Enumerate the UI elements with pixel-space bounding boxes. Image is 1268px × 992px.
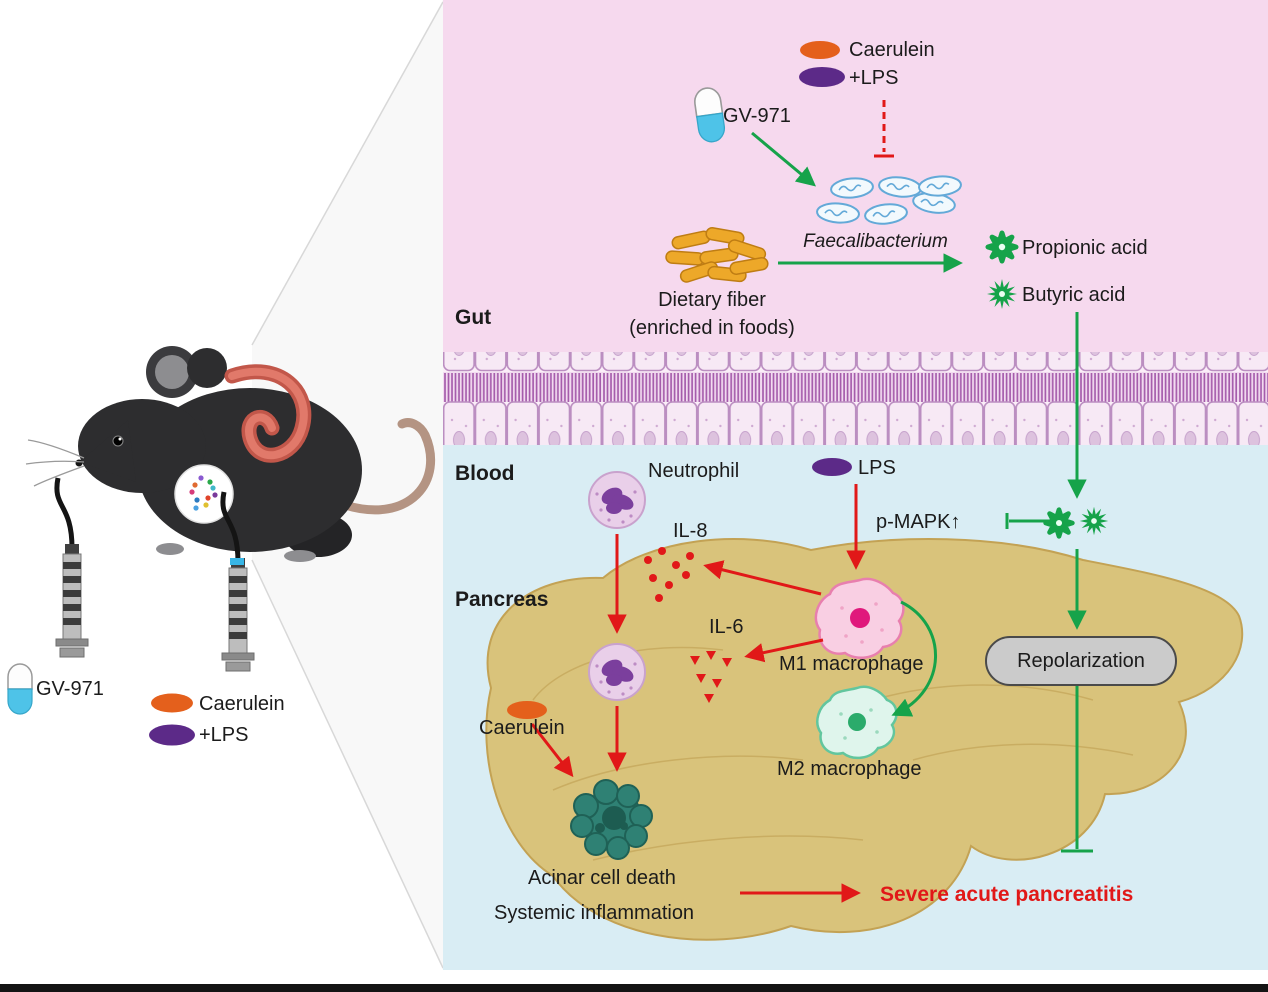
propionic-acid-icon [988, 233, 1016, 261]
intestine-icon [224, 364, 312, 463]
lps-oval-blood [812, 458, 852, 476]
pancreas-section-label: Pancreas [455, 588, 549, 611]
faecalibacterium-label: Faecalibacterium [803, 231, 948, 252]
m1-to-il8-arrow [703, 560, 822, 596]
severe-acute-pancreatitis-label: Severe acute pancreatitis [880, 883, 1134, 906]
syringe-icon [56, 478, 88, 657]
gv971-label-left: GV-971 [36, 678, 104, 700]
propionic-acid-label: Propionic acid [1022, 237, 1148, 259]
dietary-fiber-label: Dietary fiber (enriched in foods) [582, 286, 842, 342]
il8-label: IL-8 [673, 520, 708, 542]
acinar-cell-death-label: Acinar cell death [528, 867, 676, 889]
mouse-illustration [25, 346, 436, 562]
m1-to-m2-arrow [891, 600, 937, 717]
pmapk-label: p-MAPK↑ [876, 511, 961, 533]
gv971-label-gut: GV-971 [723, 105, 791, 127]
dietary-fiber-icon [665, 226, 769, 283]
mouse-nose [75, 459, 83, 467]
scfa-pmapk-inhibition [1005, 513, 1049, 529]
lps-oval [149, 724, 195, 746]
lps-oval-top [799, 67, 845, 87]
gut-background [443, 0, 1268, 352]
gv971-to-bacteria-arrow [751, 131, 816, 187]
repolarization-box: Repolarization [985, 636, 1177, 686]
gv971-capsule-icon [7, 663, 33, 715]
mouse-eye [112, 435, 124, 447]
caerulein-oval-pancreas [507, 701, 547, 719]
legend-lps-left: +LPS [199, 724, 249, 746]
bottom-rule [0, 984, 1268, 992]
microbiome-circle [174, 464, 234, 524]
caerulein-label-pancreas: Caerulein [479, 717, 565, 739]
lps-label: LPS [858, 457, 896, 479]
repolarization-label: Repolarization [1017, 649, 1145, 672]
mouse-tail [340, 418, 436, 515]
legend-caerulein-left: Caerulein [199, 693, 285, 715]
epithelium-band [443, 352, 1268, 445]
caerulein-oval [151, 693, 193, 713]
m1-to-il6-arrow [744, 638, 824, 663]
il6-label: IL-6 [709, 616, 744, 638]
mechanism-panel: Caerulein +LPS GV-971 Faecalibacterium D… [443, 0, 1268, 970]
m2-macrophage-label: M2 macrophage [777, 758, 922, 780]
neutrophil-icon-blood [588, 471, 646, 529]
legend-lps-top: +LPS [849, 67, 899, 89]
blood-section-label: Blood [455, 462, 515, 485]
m1-macrophage-label: M1 macrophage [779, 653, 924, 675]
mouse-panel: GV-971 Caerulein +LPS [0, 0, 443, 992]
il6-triangles [690, 651, 732, 703]
caerulein-oval-top [800, 41, 840, 59]
mouse-whiskers [25, 439, 85, 487]
dietary-fiber-line1: Dietary fiber [658, 289, 766, 311]
systemic-inflammation-label: Systemic inflammation [494, 902, 695, 924]
dietary-fiber-line2: (enriched in foods) [629, 317, 795, 339]
butyric-acid-label: Butyric acid [1022, 284, 1126, 306]
legend-caerulein-top: Caerulein [849, 39, 935, 61]
repolarization-inhibition-line [1061, 684, 1093, 853]
neutrophil-icon-pancreas [588, 643, 646, 701]
lps-inhibition-dashed [874, 100, 894, 158]
gut-section-label: Gut [455, 306, 492, 329]
neutrophil-label: Neutrophil [648, 460, 740, 482]
il8-dots [644, 547, 694, 602]
caerulein-to-acinar-arrow [530, 723, 574, 778]
